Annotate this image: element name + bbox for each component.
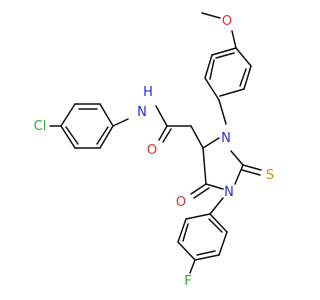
- methoxy-oxygen-atom: O: [222, 14, 232, 29]
- bond: [209, 213, 228, 233]
- bond: [96, 126, 109, 145]
- bond: [112, 118, 129, 127]
- amide-nitrogen-atom: H: [143, 85, 153, 100]
- bond: [190, 183, 207, 195]
- bond: [234, 164, 244, 185]
- bond: [230, 150, 244, 166]
- bond: [219, 88, 245, 97]
- bond: [162, 128, 172, 143]
- bond: [158, 125, 168, 141]
- structure-svg: Cl H N O N O O N S F: [34, 12, 274, 289]
- bond: [201, 12, 221, 19]
- bond: [182, 223, 189, 242]
- bond: [177, 241, 196, 261]
- bond: [190, 125, 204, 149]
- bond: [231, 30, 237, 49]
- bond: [215, 52, 235, 59]
- bond: [185, 213, 211, 220]
- chlorine-atom: Cl: [34, 119, 47, 134]
- ring-carbonyl-oxygen-atom: O: [176, 195, 186, 210]
- bond: [209, 197, 224, 215]
- bond: [99, 103, 114, 127]
- bond: [208, 218, 223, 233]
- fluorine-atom: F: [184, 274, 191, 289]
- bond: [205, 183, 224, 190]
- bond: [177, 218, 187, 243]
- bond: [211, 47, 237, 56]
- bond: [218, 99, 227, 125]
- ring-nitrogen-n3-atom: N: [221, 131, 231, 146]
- bond: [60, 125, 76, 149]
- bond: [241, 169, 261, 176]
- bond: [99, 125, 114, 149]
- bond: [189, 259, 196, 274]
- bond: [242, 164, 262, 171]
- bond: [155, 105, 168, 127]
- bond: [202, 137, 220, 149]
- bond: [204, 54, 213, 79]
- bond: [202, 147, 207, 185]
- bond: [193, 187, 210, 199]
- atom-labels: Cl H N O N O O N S F: [34, 14, 274, 289]
- bond: [204, 77, 220, 101]
- amide-nitrogen-atom-symbol: N: [137, 105, 147, 120]
- bond: [218, 231, 228, 256]
- sulfur-atom: S: [266, 168, 274, 183]
- molecule-diagram: Cl H N O N O O N S F: [34, 12, 274, 289]
- bond: [194, 254, 220, 261]
- bond: [65, 126, 79, 145]
- bond: [196, 250, 216, 256]
- bond: [243, 65, 252, 90]
- bond: [239, 68, 247, 87]
- bond: [209, 59, 215, 80]
- bonds: [49, 12, 262, 274]
- bond: [235, 47, 252, 67]
- bond: [60, 103, 76, 127]
- ring-nitrogen-n1-atom: N: [224, 185, 234, 200]
- amide-oxygen-atom: O: [147, 143, 157, 158]
